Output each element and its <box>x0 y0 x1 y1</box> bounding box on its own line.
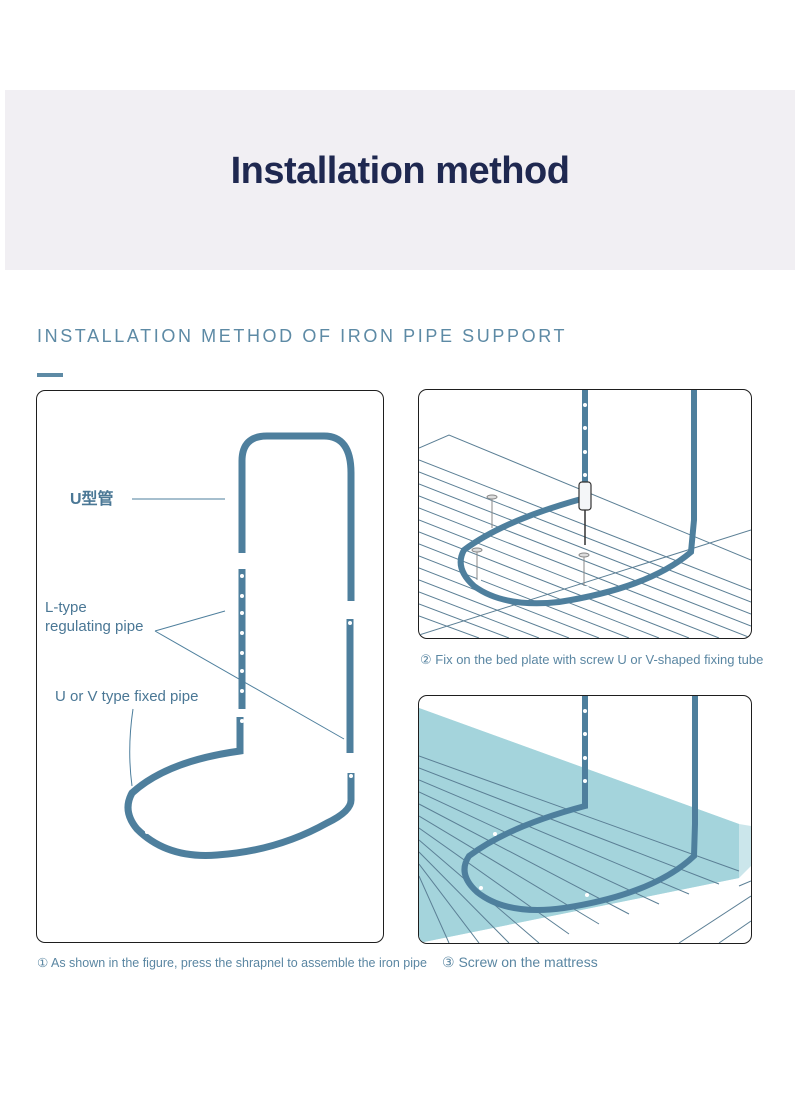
mattress-panel <box>418 695 752 944</box>
mounted-pipe <box>457 390 697 607</box>
step2-caption: ② Fix on the bed plate with screw U or V… <box>420 652 764 667</box>
u-pipe <box>238 432 355 601</box>
uv-fixed-pipe-label: U or V type fixed pipe <box>55 688 199 705</box>
l-type-leader-1 <box>154 610 226 632</box>
mattress-diagram <box>419 696 751 943</box>
l-type-label-line1: L-type <box>45 599 87 616</box>
page-title: Installation method <box>230 150 570 192</box>
step1-caption: ① As shown in the figure, press the shra… <box>37 956 427 970</box>
uv-fixed-pipe <box>124 717 355 859</box>
title-banner <box>5 90 795 270</box>
l-type-leader-2 <box>154 630 345 740</box>
bed-plate-diagram <box>419 390 751 638</box>
u-pipe-label: U型管 <box>70 491 114 508</box>
assembly-diagram <box>124 432 355 859</box>
uv-fixed-leader <box>129 708 134 787</box>
mounted-pipe-mattress <box>461 696 698 913</box>
bed-slats <box>419 459 751 638</box>
heading-accent-bar <box>37 373 63 377</box>
section-heading: INSTALLATION METHOD OF IRON PIPE SUPPORT <box>37 326 568 346</box>
l-type-label-line2: regulating pipe <box>45 618 144 635</box>
bed-plate-panel <box>418 389 752 639</box>
assembly-diagram-panel: U型管 L-type regulating pipe U or V type f… <box>36 390 384 943</box>
step3-caption: ③ Screw on the mattress <box>442 954 598 970</box>
screwdriver-icon <box>578 481 592 545</box>
screw-icon <box>471 494 590 586</box>
